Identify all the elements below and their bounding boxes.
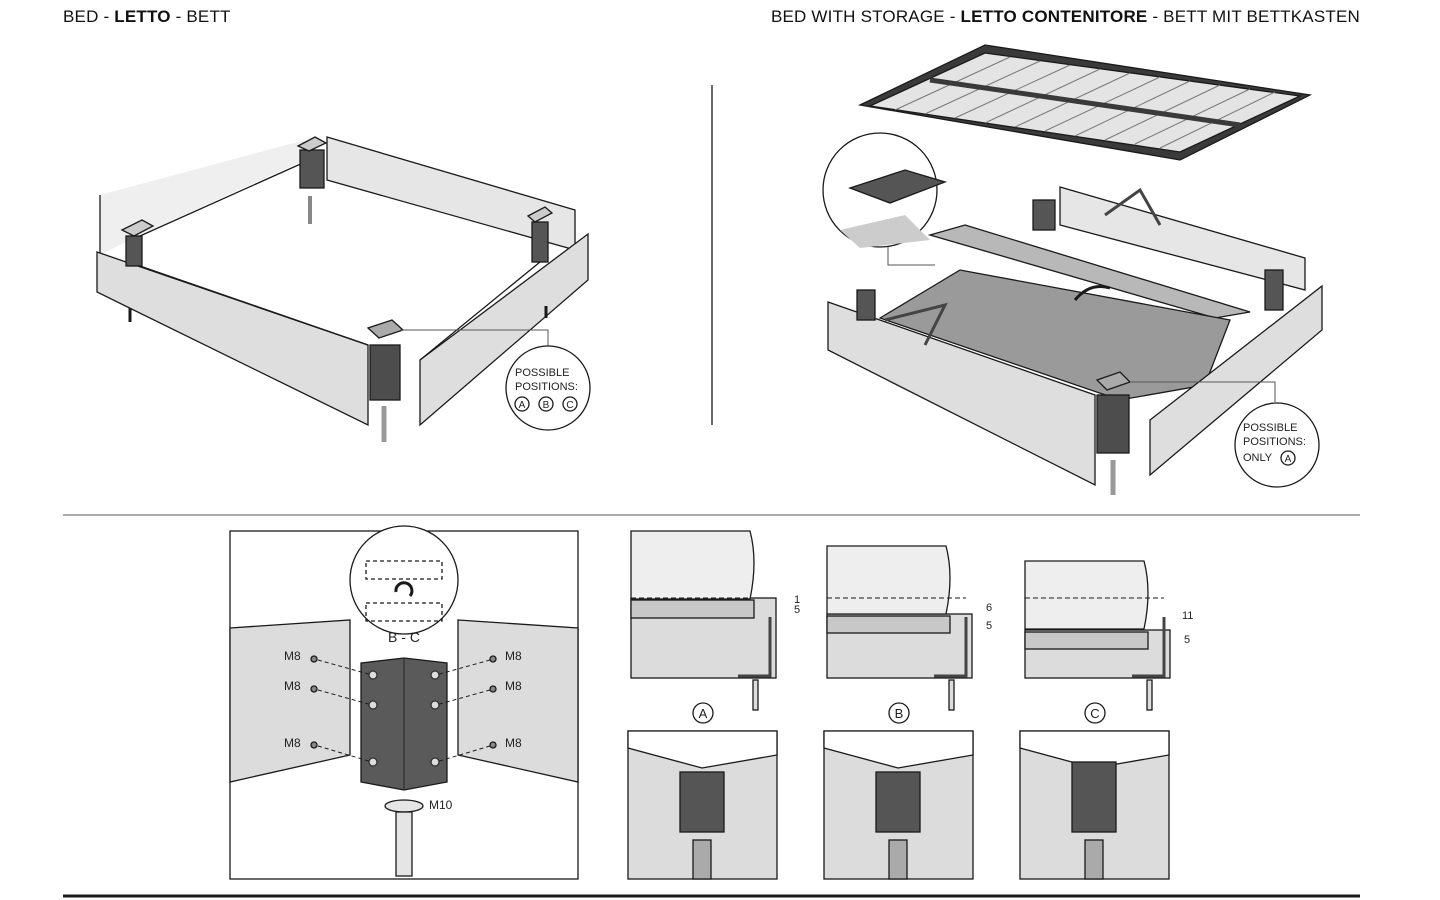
screw-label: M8 [505, 679, 522, 693]
back-panel [1059, 186, 1306, 291]
leg [395, 811, 413, 877]
option-c: C [566, 400, 573, 411]
positions-only-callout-circle [1234, 402, 1320, 488]
title-text: BED - [63, 7, 115, 26]
leg-plate [384, 799, 424, 813]
option-a: A [1285, 454, 1292, 465]
callout-text: POSITIONS: [1243, 436, 1306, 448]
position-b: B 6 5 [823, 545, 992, 880]
lift-mechanism [1104, 187, 1162, 226]
title-bold: LETTO [114, 7, 171, 26]
rotation-callout-circle [349, 525, 459, 635]
dimension-label: 1 [794, 594, 800, 606]
dimension-label: 6 [986, 602, 992, 614]
storage-bed-title: BED WITH STORAGE - LETTO CONTENITORE - B… [771, 7, 1360, 27]
front-left-panel [827, 301, 1096, 487]
storage-bed-illustration: POSSIBLE POSITIONS: ONLY A [822, 44, 1323, 495]
bed-title: BED - LETTO - BETT [63, 7, 231, 27]
bed-illustration: POSSIBLE POSITIONS: A B C [96, 136, 591, 442]
storage-floor [878, 269, 1231, 401]
rotate-icon [394, 581, 414, 597]
left-panel [229, 619, 351, 783]
bracket-detail: B - C M8 M8 M8 M8 M8 M8 M10 [229, 525, 579, 880]
dimension-label: 5 [794, 604, 800, 616]
title-text: BED WITH STORAGE - [770, 7, 961, 26]
front-left-panel [96, 251, 369, 427]
position-label: C [1090, 706, 1099, 721]
screw-label: M8 [505, 736, 522, 750]
callout-text: POSSIBLE [515, 367, 569, 379]
position-label: A [699, 706, 708, 721]
title-bold: LETTO CONTENITORE [960, 7, 1148, 26]
rotation-label: B - C [388, 629, 420, 645]
corner-bracket-front [369, 344, 401, 401]
title-text: - BETT [170, 7, 231, 26]
callout-leader [400, 329, 549, 346]
corner-cap [120, 219, 155, 237]
corner-bracket [531, 221, 549, 263]
corner-bracket [125, 235, 143, 267]
option-a: A [519, 400, 526, 411]
corner-bracket [299, 149, 325, 189]
callout-text: ONLY [1243, 452, 1273, 464]
dimension-label: 11 [1182, 610, 1193, 622]
screw-label: M8 [284, 736, 301, 750]
screw-label: M8 [505, 649, 522, 663]
open-arrow-icon [1073, 285, 1111, 301]
front-right-panel [1149, 284, 1323, 477]
dimension-label: 5 [986, 620, 992, 632]
position-label: B [895, 706, 904, 721]
screw-label: M8 [284, 649, 301, 663]
frame-back-line [139, 161, 306, 237]
option-b: B [543, 400, 550, 411]
position-c: C 11 5 [1019, 560, 1193, 880]
leg-label: M10 [429, 798, 453, 812]
detail-bracket [848, 169, 948, 204]
title-text: - BETT MIT BETTKASTEN [1147, 7, 1360, 26]
right-panel [457, 619, 579, 783]
dimension-label: 5 [1184, 634, 1190, 646]
position-a: A 1 5 [627, 530, 800, 880]
screw-label: M8 [284, 679, 301, 693]
callout-text: POSITIONS: [515, 381, 578, 393]
corner-cap-front [366, 319, 405, 339]
callout-text: POSSIBLE [1243, 422, 1297, 434]
